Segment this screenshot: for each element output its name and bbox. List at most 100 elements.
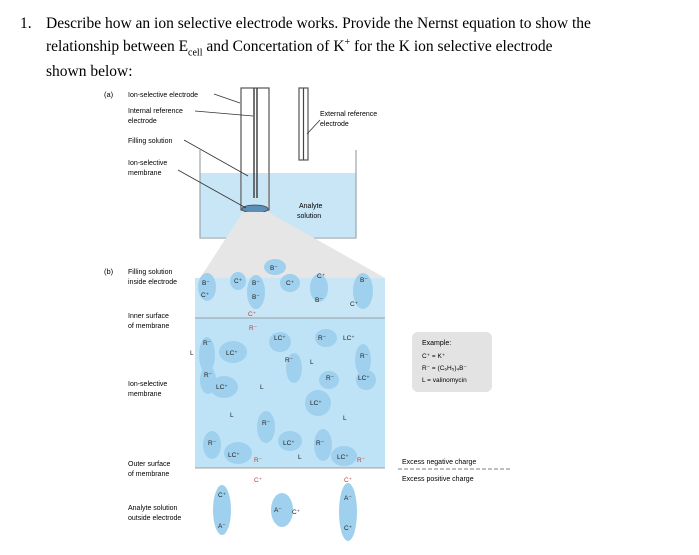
analyte-species: C⁺ A⁻ A⁻ C⁺ A⁻ C⁺ <box>218 492 353 532</box>
species-b: B⁻ <box>360 277 368 284</box>
label-inner-surface-2: of membrane <box>128 323 169 330</box>
ion-blobs <box>198 259 373 309</box>
species-c: C⁺ <box>292 509 301 516</box>
species-a: A⁻ <box>218 523 226 530</box>
species-l: L <box>298 454 302 461</box>
membrane-blobs <box>199 329 376 466</box>
species-r: R⁻ <box>285 357 294 364</box>
species-b: B⁻ <box>252 294 260 301</box>
species-c: C⁺ <box>350 301 359 308</box>
label-membrane-2: membrane <box>128 170 162 177</box>
species-c-red: C⁺ <box>344 477 353 484</box>
species-b: B⁻ <box>270 265 278 272</box>
species-a: A⁻ <box>344 495 352 502</box>
label-internal-ref-1: Internal reference <box>128 108 183 115</box>
excess-positive-label: Excess positive charge <box>402 476 474 483</box>
species-lc: LC⁺ <box>358 375 370 382</box>
species-lc: LC⁺ <box>216 384 228 391</box>
analyte-blobs <box>213 483 357 541</box>
species-lc: LC⁺ <box>283 440 295 447</box>
species-lc: LC⁺ <box>226 350 238 357</box>
label-external-ref-2: electrode <box>320 121 349 128</box>
label-analyte-2: solution <box>297 213 321 220</box>
label-ion-selective-electrode: Ion-selective electrode <box>128 92 198 99</box>
species-c: C⁺ <box>317 273 326 280</box>
species-c: C⁺ <box>234 278 243 285</box>
zoom-projection <box>200 212 385 278</box>
species-c-red: C⁺ <box>248 311 257 318</box>
species-lc: LC⁺ <box>337 454 349 461</box>
question-line-2: relationship between Ecell and Concertat… <box>46 33 656 62</box>
species-c: C⁺ <box>286 280 295 287</box>
example-title: Example: <box>422 340 451 347</box>
membrane-red-species: R⁻ R⁻ R⁻ <box>249 325 366 464</box>
species-r: R⁻ <box>326 375 335 382</box>
species-c: C⁺ <box>344 525 353 532</box>
species-l: L <box>230 412 234 419</box>
leader-line <box>306 119 321 135</box>
label-analyte-outside-1: Analyte solution <box>128 505 178 512</box>
species-r: R⁻ <box>204 372 213 379</box>
leader-line <box>177 169 247 209</box>
species-r-red: R⁻ <box>249 325 258 332</box>
label-outer-surface-1: Outer surface <box>128 461 171 468</box>
species-r: R⁻ <box>262 420 271 427</box>
species-lc: LC⁺ <box>310 400 322 407</box>
example-box <box>412 332 492 392</box>
q-text: relationship between E <box>46 38 189 56</box>
question-line-3: shown below: <box>46 63 133 81</box>
species-c: C⁺ <box>201 292 210 299</box>
species-l: L <box>343 415 347 422</box>
q-text: and Concertation of K <box>202 38 345 56</box>
q-sub: cell <box>188 47 203 59</box>
leader-line <box>183 139 249 177</box>
label-filling-solution: Filling solution <box>128 138 172 145</box>
label-internal-ref-2: electrode <box>128 118 157 125</box>
label-membrane-1: Ion-selective <box>128 160 167 167</box>
species-c: C⁺ <box>218 492 227 499</box>
species-r: R⁻ <box>316 440 325 447</box>
label-analyte-1: Analyte <box>299 203 322 210</box>
species-r: R⁻ <box>208 440 217 447</box>
filling-solution <box>242 173 268 209</box>
part-a-tag: (a) <box>104 90 114 99</box>
excess-negative-label: Excess negative charge <box>402 459 476 466</box>
species-b: B⁻ <box>315 297 323 304</box>
question-line-1: Describe how an ion selective electrode … <box>46 15 591 32</box>
label-membrane-b-2: membrane <box>128 391 162 398</box>
species-l: L <box>190 350 194 357</box>
species-b: B⁻ <box>202 280 210 287</box>
label-external-ref-1: External reference <box>320 111 377 118</box>
species-l: L <box>260 384 264 391</box>
species-lc: LC⁺ <box>343 335 355 342</box>
membrane-species: R⁻ L LC⁺ LC⁺ R⁻ LC⁺ R⁻ L R⁻ R⁻ LC⁺ L R⁻ … <box>190 335 370 461</box>
q-text: for the K ion selective electrode <box>350 38 553 56</box>
species-r: R⁻ <box>360 353 369 360</box>
question-number: 1. <box>20 15 32 32</box>
species-r-red: R⁻ <box>357 457 366 464</box>
leader-line <box>213 93 241 104</box>
species-lc: LC⁺ <box>228 452 240 459</box>
question-body: Describe how an ion selective electrode … <box>46 14 656 81</box>
example-line-1: C⁺ = K⁺ <box>422 353 446 360</box>
species-r-red: R⁻ <box>254 457 263 464</box>
example-line-3: L = valinomycin <box>422 377 467 384</box>
label-outer-surface-2: of membrane <box>128 471 169 478</box>
leader-line <box>194 110 254 117</box>
species-a: A⁻ <box>274 507 282 514</box>
species-lc: LC⁺ <box>274 335 286 342</box>
label-inner-surface-1: Inner surface <box>128 313 169 320</box>
species-b: B⁻ <box>252 280 260 287</box>
analyte-red-species: C⁺ C⁺ <box>254 477 353 484</box>
example-line-2: R⁻ = (C₆H₅)₄B⁻ <box>422 365 467 372</box>
species-labels: B⁻ C⁺ C⁺ B⁻ B⁻ B⁻ C⁺ C⁺ B⁻ B⁻ C⁺ <box>201 265 368 308</box>
q-sup: + <box>344 37 351 48</box>
species-r: R⁻ <box>318 335 327 342</box>
label-analyte-outside-2: outside electrode <box>128 515 181 522</box>
label-filling-inside-1: Filling solution <box>128 269 172 276</box>
label-membrane-b-1: Ion-selective <box>128 381 167 388</box>
label-filling-inside-2: inside electrode <box>128 279 177 286</box>
species-l: L <box>310 359 314 366</box>
part-b-tag: (b) <box>104 267 114 276</box>
